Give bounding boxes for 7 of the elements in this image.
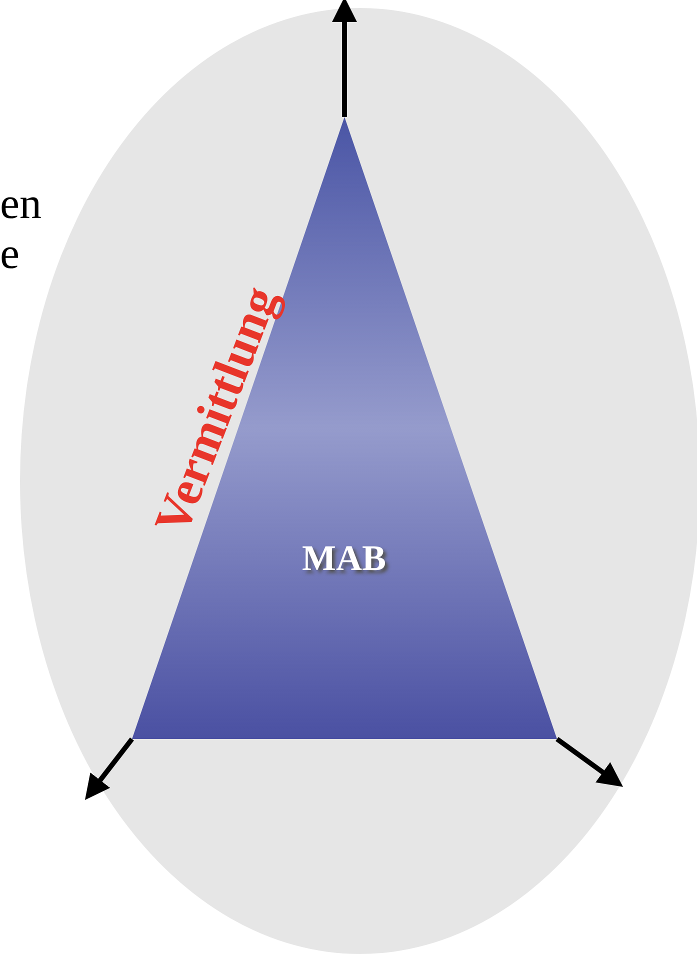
arrow bbox=[84, 737, 134, 800]
triangle-label: MAB bbox=[302, 537, 386, 579]
text-fragment: en bbox=[0, 182, 42, 226]
text-fragment: e bbox=[0, 232, 20, 276]
arrow bbox=[556, 736, 624, 787]
triangle bbox=[132, 117, 557, 739]
arrow bbox=[332, 0, 357, 117]
